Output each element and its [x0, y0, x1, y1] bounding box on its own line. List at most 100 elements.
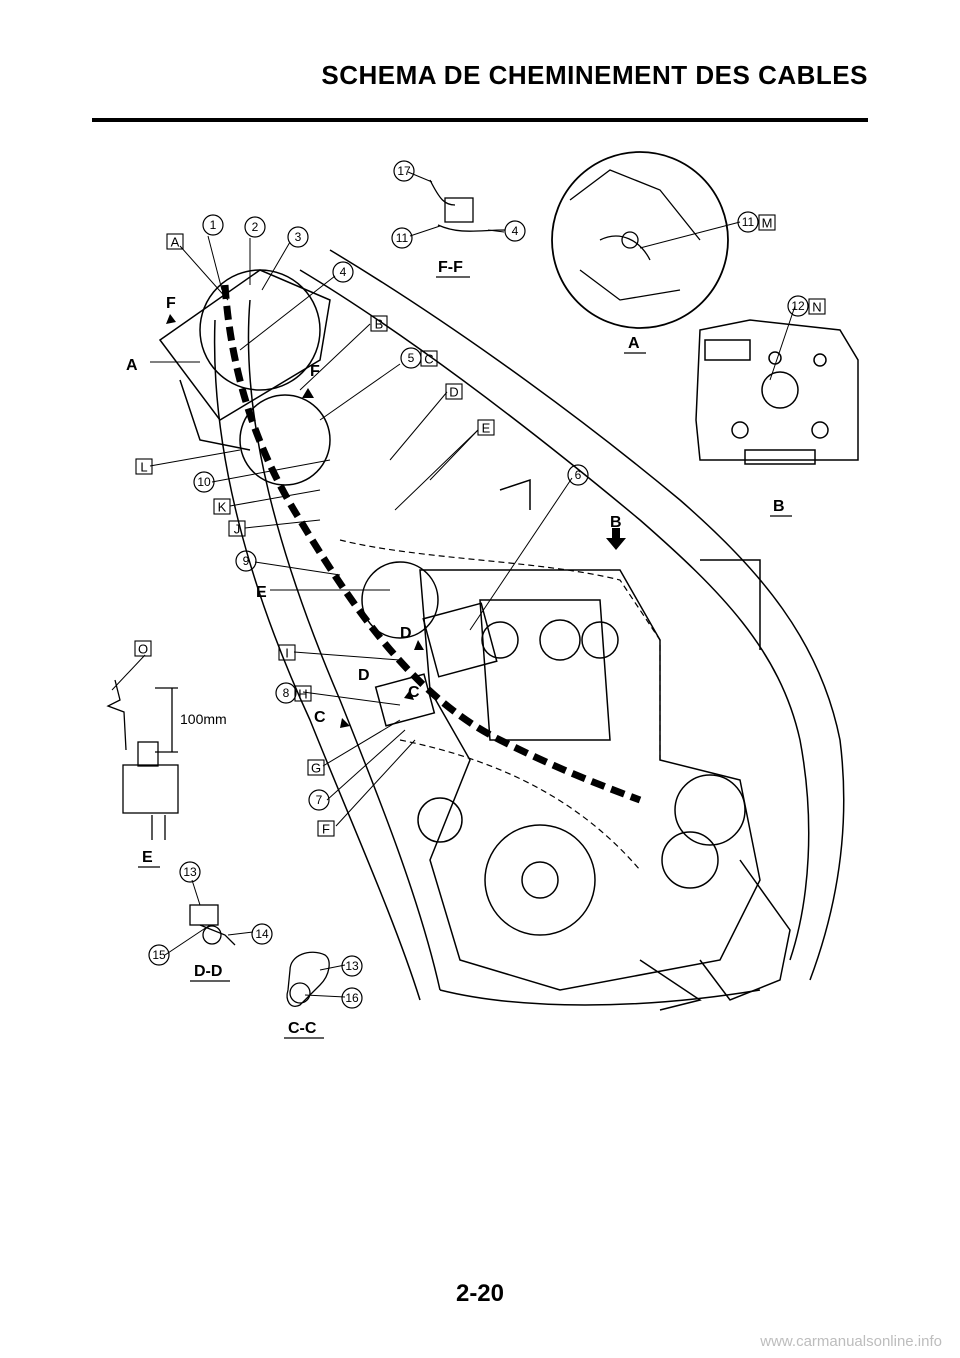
svg-text:F: F — [322, 822, 330, 837]
section-ff-drawing — [429, 179, 506, 232]
section-labels: F-F A B E D-D C-C — [138, 259, 792, 1039]
callout-10: 10 — [193, 471, 215, 493]
callout-12: 12 — [787, 295, 809, 317]
callout-3: 3 — [287, 226, 309, 248]
svg-text:14: 14 — [255, 927, 269, 941]
svg-text:2: 2 — [252, 220, 259, 234]
callout-2: 2 — [244, 216, 266, 238]
callout-13-cc: 13 — [341, 955, 363, 977]
box-i: I — [278, 644, 296, 661]
leader-lines — [111, 171, 796, 998]
header-rule — [92, 118, 868, 122]
view-arrow-c-right — [404, 690, 414, 700]
box-a: A — [166, 233, 184, 250]
box-f: F — [317, 820, 335, 837]
box-h: H — [294, 685, 312, 702]
view-marker-c-left: C — [314, 709, 326, 726]
wiring-harness — [221, 284, 642, 804]
svg-text:11: 11 — [396, 231, 409, 245]
svg-text:6: 6 — [575, 468, 582, 482]
view-arrow-b — [606, 528, 626, 550]
callout-13-dd: 13 — [179, 861, 201, 883]
view-marker-f-lower: F — [310, 363, 320, 380]
svg-text:7: 7 — [316, 793, 323, 807]
callout-11-ff: 11 — [391, 227, 413, 249]
callout-markers: 1 2 3 4 4 5 6 7 8 9 10 11 11 12 13 13 14… — [148, 160, 809, 1009]
svg-text:K: K — [218, 500, 227, 515]
watermark: www.carmanualsonline.info — [760, 1333, 942, 1350]
svg-text:1: 1 — [210, 218, 217, 232]
svg-text:4: 4 — [512, 224, 519, 238]
svg-text:9: 9 — [243, 554, 250, 568]
view-marker-labels: F F A B E D D C C — [126, 295, 622, 726]
box-b: B — [370, 315, 388, 332]
motorcycle-frame-drawing — [158, 249, 845, 1011]
svg-text:13: 13 — [183, 865, 197, 879]
svg-text:16: 16 — [345, 991, 359, 1005]
svg-text:N: N — [812, 300, 821, 315]
svg-text:M: M — [762, 216, 773, 231]
section-label-e: E — [142, 849, 153, 866]
box-letter-markers: A B C D E F G H I J K L M N O — [134, 214, 826, 837]
svg-text:11: 11 — [742, 215, 755, 229]
section-cc-drawing — [286, 951, 330, 1007]
svg-text:J: J — [234, 522, 241, 537]
callout-8: 8 — [275, 682, 297, 704]
box-o: O — [134, 640, 152, 657]
callout-4: 4 — [332, 261, 354, 283]
svg-text:8: 8 — [283, 686, 290, 700]
svg-text:G: G — [311, 761, 321, 776]
box-k: K — [213, 498, 231, 515]
svg-text:L: L — [140, 460, 147, 475]
box-c: C — [420, 350, 438, 367]
detail-circle-a — [199, 269, 321, 391]
callout-14: 14 — [251, 923, 273, 945]
box-d: D — [445, 383, 463, 400]
callout-5: 5 — [400, 347, 422, 369]
view-marker-f-top: F — [166, 295, 176, 312]
view-marker-b: B — [610, 514, 622, 531]
svg-text:3: 3 — [295, 230, 302, 244]
section-label-cc: C-C — [288, 1020, 317, 1037]
view-arrow-f-top — [166, 314, 176, 324]
view-marker-c-right: C — [408, 684, 420, 701]
svg-text:A: A — [171, 235, 180, 250]
callout-11-a: 11 — [737, 211, 759, 233]
dimension-label: 100mm — [180, 711, 227, 727]
callout-9: 9 — [235, 550, 257, 572]
svg-text:15: 15 — [152, 948, 166, 962]
detail-view-b-drawing — [695, 319, 859, 465]
box-j: J — [228, 520, 246, 537]
box-l: L — [135, 458, 153, 475]
view-arrow-f-lower — [302, 388, 314, 398]
box-g: G — [307, 759, 325, 776]
svg-text:C: C — [424, 352, 433, 367]
callout-15: 15 — [148, 944, 170, 966]
svg-text:O: O — [138, 642, 148, 657]
box-e: E — [477, 419, 495, 436]
page-number: 2-20 — [455, 1280, 505, 1307]
svg-text:B: B — [375, 317, 384, 332]
view-marker-a: A — [126, 357, 138, 374]
detail-circle-e — [361, 561, 439, 639]
svg-text:I: I — [285, 646, 289, 661]
view-marker-e: E — [256, 584, 267, 601]
callout-16: 16 — [341, 987, 363, 1009]
callout-7: 7 — [308, 789, 330, 811]
section-dd-drawing — [189, 904, 236, 946]
detail-view-a — [551, 151, 729, 329]
section-label-dd: D-D — [194, 963, 222, 980]
box-n: N — [808, 298, 826, 315]
svg-text:13: 13 — [345, 959, 359, 973]
svg-text:12: 12 — [791, 299, 805, 313]
view-marker-d-lower: D — [358, 667, 370, 684]
callout-17: 17 — [393, 160, 415, 182]
detail-circle-l — [239, 394, 331, 486]
svg-text:5: 5 — [408, 351, 415, 365]
detail-view-a-drawing — [569, 169, 701, 301]
callout-6: 6 — [567, 464, 589, 486]
view-marker-d-upper: D — [400, 625, 412, 642]
section-label-b: B — [773, 498, 785, 515]
callout-4-ff: 4 — [504, 220, 526, 242]
